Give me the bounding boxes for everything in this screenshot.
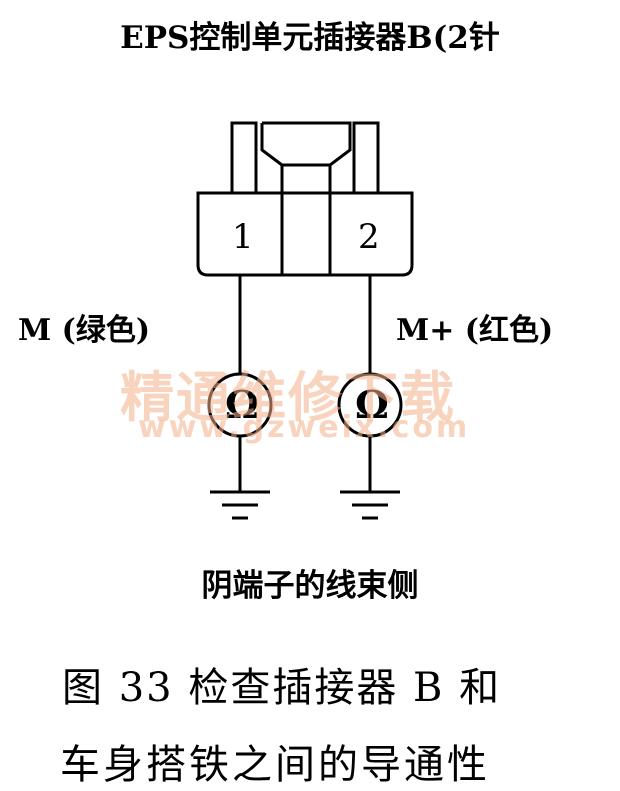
latch-post-left	[230, 121, 258, 195]
ohm-symbol-left: Ω	[225, 382, 259, 427]
watermark-text: 精通维修下载	[120, 366, 456, 429]
harness-side-label: 阴端子的线束侧	[201, 568, 419, 604]
pin-2-label: 2	[358, 217, 380, 257]
ground-right-icon	[340, 490, 400, 520]
ohm-symbol-right: Ω	[355, 382, 389, 427]
wire-label-m-plus: M+ (红色)	[396, 313, 554, 348]
connector-body	[196, 191, 414, 277]
diagram-title: EPS控制单元插接器B(2针	[120, 20, 500, 56]
ground-left-icon	[210, 490, 270, 520]
figure-caption-line1: 图 33 检查插接器 B 和	[62, 665, 502, 711]
wire-label-m: M (绿色)	[18, 313, 151, 348]
watermark-url: www.gzweix.com	[138, 410, 471, 445]
latch-post-right	[352, 121, 380, 195]
figure-caption-line2: 车身搭铁之间的导通性	[60, 742, 490, 788]
center-latch	[260, 121, 352, 275]
pin-1-label: 1	[232, 217, 254, 257]
